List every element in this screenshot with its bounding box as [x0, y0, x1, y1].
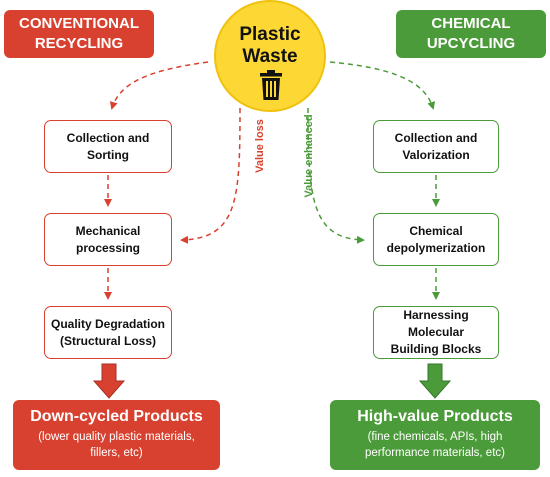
- arrow-value-enhanced: [307, 107, 365, 244]
- header-chemical-upcycling: CHEMICAL UPCYCLING: [396, 10, 546, 58]
- header-line: CONVENTIONAL: [19, 15, 139, 32]
- step-line: (Structural Loss): [59, 333, 156, 348]
- block-arrow-to-high-value: [418, 363, 452, 399]
- step-line: Building Blocks: [390, 342, 482, 356]
- step-mechanical-processing: Mechanical processing: [44, 213, 172, 266]
- step-quality-degradation: Quality Degradation (Structural Loss): [44, 306, 172, 359]
- value-enhanced-label: Value enhanced: [303, 114, 315, 198]
- header-line: UPCYCLING: [426, 35, 516, 52]
- outcome-detail-line: fillers, etc): [90, 447, 143, 459]
- arrow-waste-to-collection-valorization: [329, 61, 436, 110]
- step-line: processing: [75, 240, 141, 255]
- step-line: Collection and: [66, 130, 150, 145]
- arrow-value-loss: [180, 107, 241, 244]
- plastic-waste-line: Plastic: [239, 24, 301, 45]
- step-line: Harnessing Molecular: [403, 308, 469, 339]
- arrow-waste-to-collection-sorting: [109, 61, 209, 110]
- outcome-title: Down-cycled Products: [30, 408, 203, 425]
- step-line: Mechanical: [75, 223, 141, 238]
- step-line: Chemical: [409, 223, 463, 238]
- step-collection-and-sorting: Collection and Sorting: [44, 120, 172, 173]
- step-collection-and-valorization: Collection and Valorization: [373, 120, 499, 173]
- outcome-detail-line: performance materials, etc): [365, 447, 505, 459]
- value-loss-label: Value loss: [254, 119, 266, 173]
- block-arrow-to-downcycled: [92, 363, 126, 399]
- plastic-waste-node: Plastic Waste: [214, 0, 326, 112]
- step-harnessing-molecular-building-blocks: Harnessing Molecular Building Blocks: [373, 306, 499, 359]
- outcome-high-value-products: High-value Products (fine chemicals, API…: [330, 400, 540, 470]
- header-line: CHEMICAL: [431, 15, 511, 32]
- step-chemical-depolymerization: Chemical depolymerization: [373, 213, 499, 266]
- header-conventional-recycling: CONVENTIONAL RECYCLING: [4, 10, 154, 58]
- outcome-title: High-value Products: [357, 408, 513, 425]
- outcome-detail-line: (fine chemicals, APIs, high: [367, 431, 503, 443]
- step-line: Valorization: [402, 147, 470, 162]
- step-line: Sorting: [87, 147, 129, 162]
- trash-can-icon: [260, 70, 282, 100]
- step-line: depolymerization: [386, 240, 486, 255]
- plastic-waste-line: Waste: [242, 46, 298, 67]
- header-line: RECYCLING: [34, 35, 124, 52]
- step-line: Collection and: [394, 130, 478, 145]
- step-line: Quality Degradation: [50, 316, 166, 331]
- outcome-downcycled-products: Down-cycled Products (lower quality plas…: [13, 400, 220, 470]
- outcome-detail-line: (lower quality plastic materials,: [38, 431, 195, 443]
